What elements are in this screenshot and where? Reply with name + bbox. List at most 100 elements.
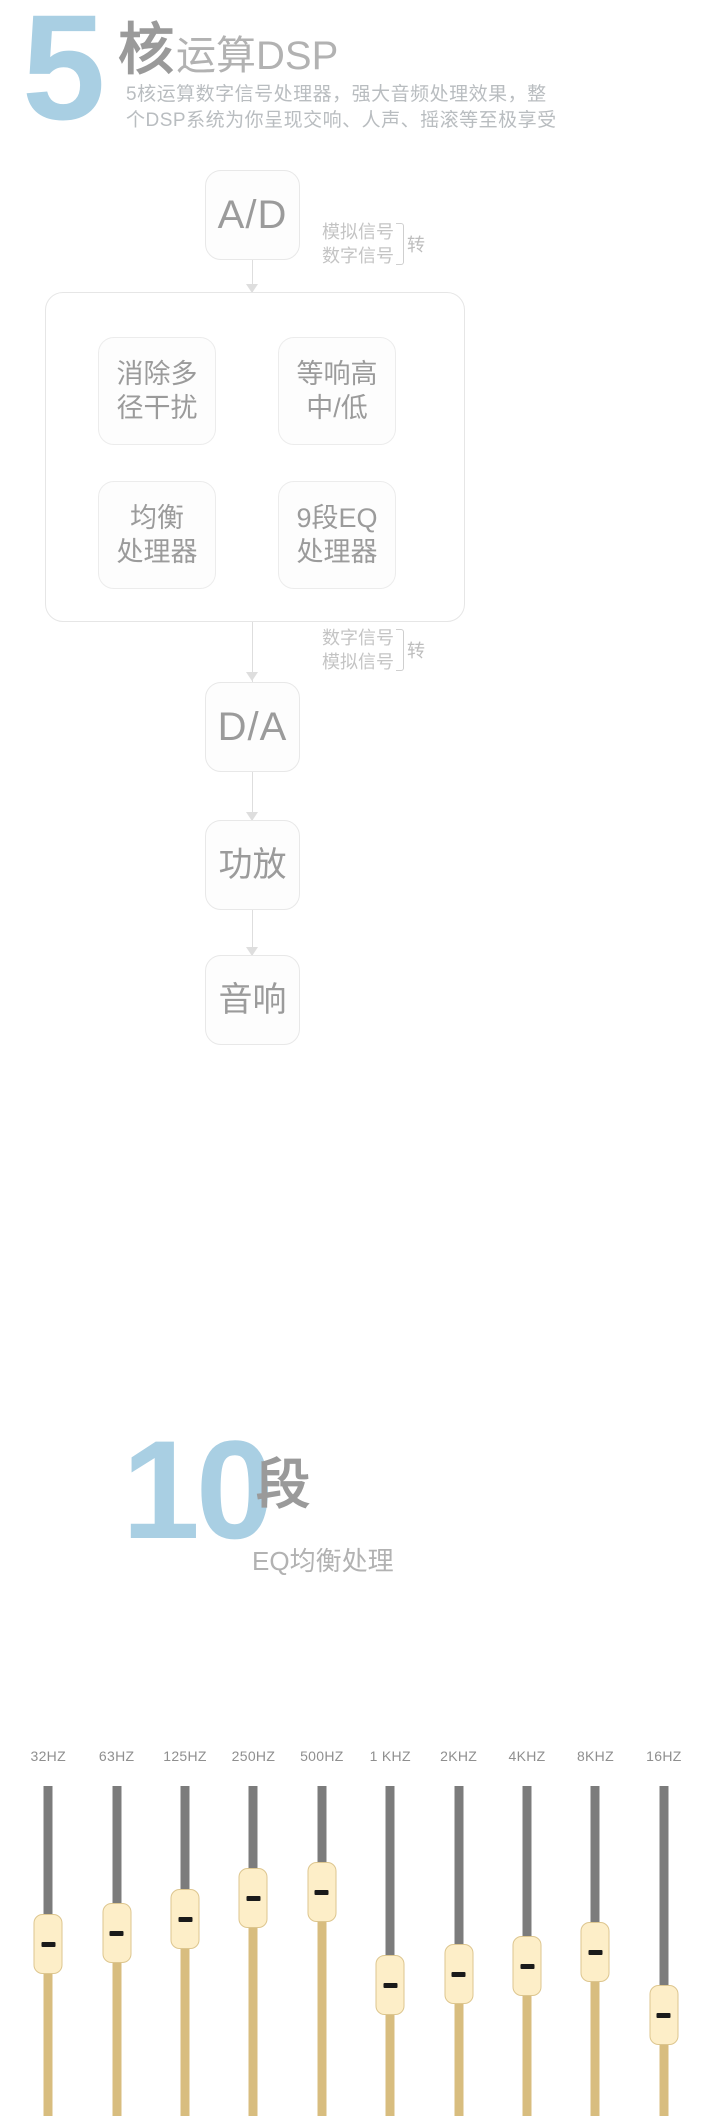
- slider-track-lower: [590, 1951, 600, 2116]
- frequency-label-1khz: 1 KHZ: [369, 1748, 411, 1764]
- flow-node-ad: A/D: [205, 170, 300, 260]
- headline-core-light: 运算DSP: [176, 34, 339, 78]
- slider-knob[interactable]: [444, 1944, 474, 2004]
- knob-grip-icon: [41, 1941, 56, 1947]
- slider-track-lower: [522, 1965, 532, 2116]
- eq-slider-8khz[interactable]: [561, 1786, 629, 2116]
- eq-slider-500hz[interactable]: [288, 1786, 356, 2116]
- slider-track-lower: [248, 1897, 258, 2116]
- eq-slider-125hz[interactable]: [151, 1786, 219, 2116]
- knob-grip-icon: [588, 1949, 603, 1955]
- eq-slider-63hz[interactable]: [82, 1786, 150, 2116]
- slider-track-lower: [659, 2014, 669, 2116]
- bracket-icon: [396, 223, 404, 265]
- slider-track-upper: [590, 1786, 600, 1951]
- slider-knob[interactable]: [33, 1914, 63, 1974]
- headline-core-bold: 核: [118, 18, 174, 81]
- slider-knob[interactable]: [307, 1862, 337, 1922]
- eq-slider-1khz[interactable]: [356, 1786, 424, 2116]
- dsp-cell-1-line-2: 中/低: [306, 393, 368, 423]
- slider-track-lower: [454, 1973, 464, 2116]
- bracket-icon: [396, 629, 404, 671]
- slider-track-upper: [659, 1786, 669, 2014]
- frequency-label-16hz: 16HZ: [646, 1748, 682, 1764]
- knob-grip-icon: [383, 1982, 398, 1988]
- dsp-cell-3-line-1: 9段EQ: [296, 503, 378, 533]
- frequency-label-250hz: 250HZ: [231, 1748, 276, 1764]
- knob-grip-icon: [246, 1895, 261, 1901]
- slider-track-upper: [385, 1786, 395, 1984]
- slider-track-upper: [43, 1786, 53, 1943]
- dsp-cell-equalizer: 均衡 处理器: [98, 481, 216, 589]
- dsp-cell-loudness: 等响高 中/低: [278, 337, 396, 445]
- slider-track-upper: [317, 1786, 327, 1891]
- arrow-down-icon: [246, 947, 258, 956]
- eq-header-section: 10 段 EQ均衡处理: [0, 1390, 712, 1720]
- slider-row: [14, 1786, 698, 2116]
- knob-grip-icon: [451, 1971, 466, 1977]
- slider-track-lower: [112, 1932, 122, 2116]
- arrow-down-icon: [246, 284, 258, 293]
- dsp-description-line-1: 5核运算数字信号处理器，强大音频处理效果，整: [126, 84, 547, 105]
- signal-flow-diagram: A/D 模拟信号 数字信号 转 消除多 径干扰 等响高 中/低 均衡 处理器: [0, 160, 712, 1390]
- frequency-label-8khz: 8KHZ: [576, 1748, 614, 1764]
- arrow-down-icon: [246, 672, 258, 681]
- connector-dsp-to-da: [252, 622, 253, 682]
- signal-2-from: 数字信号: [322, 628, 394, 648]
- headline-number-10: 10: [122, 1411, 274, 1568]
- slider-knob[interactable]: [102, 1903, 132, 1963]
- frequency-label-125hz: 125HZ: [163, 1748, 207, 1764]
- slider-knob[interactable]: [375, 1955, 405, 2015]
- frequency-label-63hz: 63HZ: [98, 1748, 135, 1764]
- dsp-cell-2-line-2: 处理器: [116, 537, 198, 567]
- dsp-cell-1-line-1: 等响高: [296, 359, 378, 389]
- dsp-description: 5核运算数字信号处理器，强大音频处理效果，整 个DSP系统为你呈现交响、人声、摇…: [126, 82, 556, 134]
- slider-track-upper: [248, 1786, 258, 1897]
- dsp-cell-0-line-1: 消除多: [116, 359, 198, 389]
- slider-knob[interactable]: [238, 1868, 268, 1928]
- connector-amp-to-speaker: [252, 910, 253, 955]
- slider-track-upper: [522, 1786, 532, 1965]
- dsp-cell-0-line-2: 径干扰: [116, 393, 198, 423]
- flow-node-speaker: 音响: [205, 955, 300, 1045]
- slider-track-lower: [43, 1943, 53, 2116]
- slider-track-upper: [112, 1786, 122, 1932]
- signal-conversion-label-1: 模拟信号 数字信号 转: [322, 220, 425, 268]
- eq-slider-16hz[interactable]: [630, 1786, 698, 2116]
- frequency-label-2khz: 2KHZ: [440, 1748, 478, 1764]
- slider-knob[interactable]: [170, 1889, 200, 1949]
- knob-grip-icon: [520, 1963, 535, 1969]
- slider-track-upper: [454, 1786, 464, 1973]
- flow-node-amplifier: 功放: [205, 820, 300, 910]
- signal-2-to: 模拟信号: [322, 652, 394, 672]
- eq-slider-4khz[interactable]: [493, 1786, 561, 2116]
- frequency-label-500hz: 500HZ: [300, 1748, 344, 1764]
- flow-node-da: D/A: [205, 682, 300, 772]
- headline-duan-bold: 段: [256, 1455, 310, 1515]
- dsp-cell-2-line-1: 均衡: [130, 503, 184, 533]
- connector-da-to-amp: [252, 772, 253, 820]
- connector-ad-to-dsp: [252, 260, 253, 292]
- knob-grip-icon: [109, 1930, 124, 1936]
- slider-knob[interactable]: [649, 1985, 679, 2045]
- slider-knob[interactable]: [512, 1936, 542, 1996]
- frequency-label-32hz: 32HZ: [30, 1748, 66, 1764]
- knob-grip-icon: [656, 2012, 671, 2018]
- slider-track-upper: [180, 1786, 190, 1918]
- signal-1-to: 数字信号: [322, 246, 394, 266]
- dsp-header-section: 5 核 运算DSP 5核运算数字信号处理器，强大音频处理效果，整 个DSP系统为…: [0, 0, 712, 160]
- slider-track-lower: [180, 1918, 190, 2116]
- dsp-cell-multipath: 消除多 径干扰: [98, 337, 216, 445]
- dsp-processing-container: 消除多 径干扰 等响高 中/低 均衡 处理器 9段EQ 处理器: [45, 292, 465, 622]
- signal-1-from: 模拟信号: [322, 222, 394, 242]
- headline-number-5: 5: [22, 0, 105, 151]
- slider-track-lower: [385, 1984, 395, 2116]
- knob-grip-icon: [178, 1916, 193, 1922]
- eq-slider-32hz[interactable]: [14, 1786, 82, 2116]
- signal-1-suffix: 转: [407, 235, 425, 255]
- eq-slider-2khz[interactable]: [424, 1786, 492, 2116]
- slider-knob[interactable]: [580, 1922, 610, 1982]
- eq-slider-250hz[interactable]: [219, 1786, 287, 2116]
